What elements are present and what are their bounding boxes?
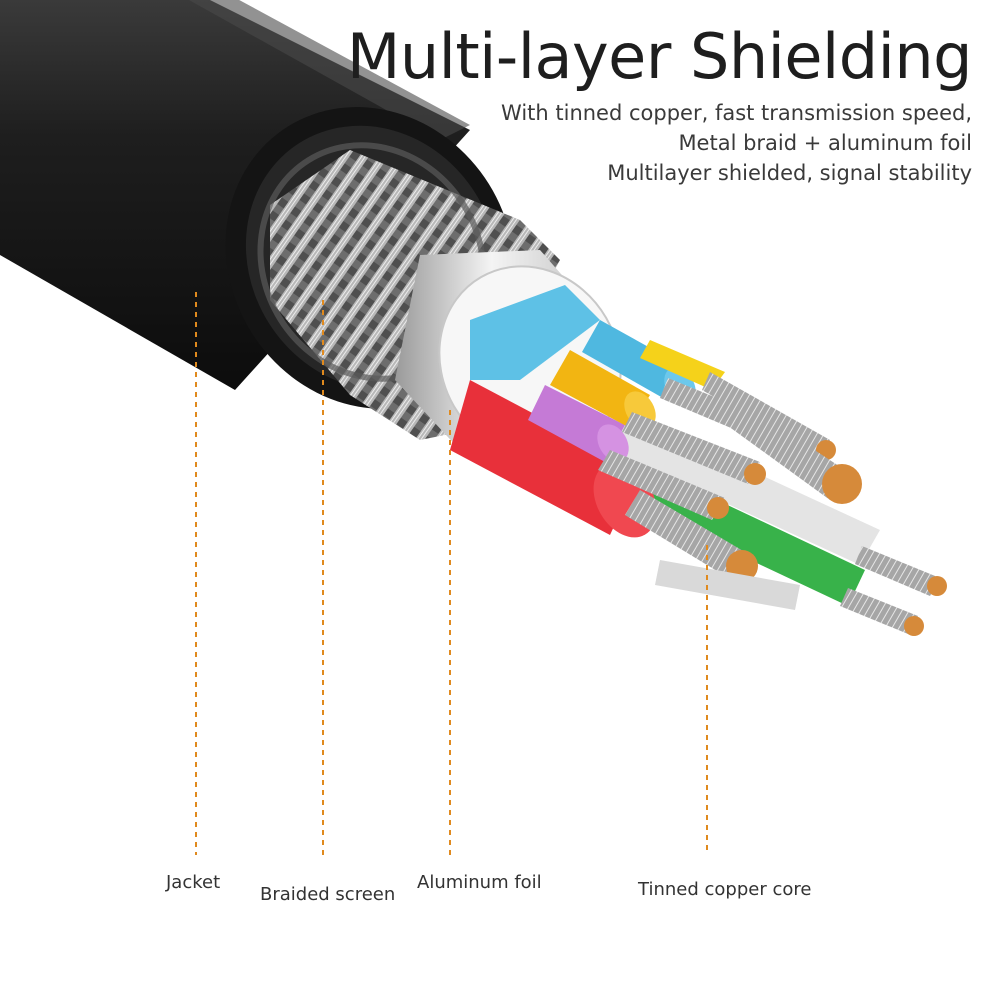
page-title: Multi-layer Shielding — [346, 20, 973, 93]
subtitle: With tinned copper, fast transmission sp… — [501, 98, 972, 188]
aluminum-foil-label: Aluminum foil — [417, 872, 542, 893]
copper-conductors — [598, 372, 947, 636]
subtitle-line: Multilayer shielded, signal stability — [607, 161, 972, 185]
leader-lines — [195, 292, 708, 855]
jacket-label: Jacket — [166, 872, 221, 893]
tinned-copper-core-label: Tinned copper core — [638, 879, 812, 900]
subtitle-line: With tinned copper, fast transmission sp… — [501, 101, 972, 125]
subtitle-line: Metal braid + aluminum foil — [678, 131, 972, 155]
braided-screen-label: Braided screen — [260, 884, 396, 905]
